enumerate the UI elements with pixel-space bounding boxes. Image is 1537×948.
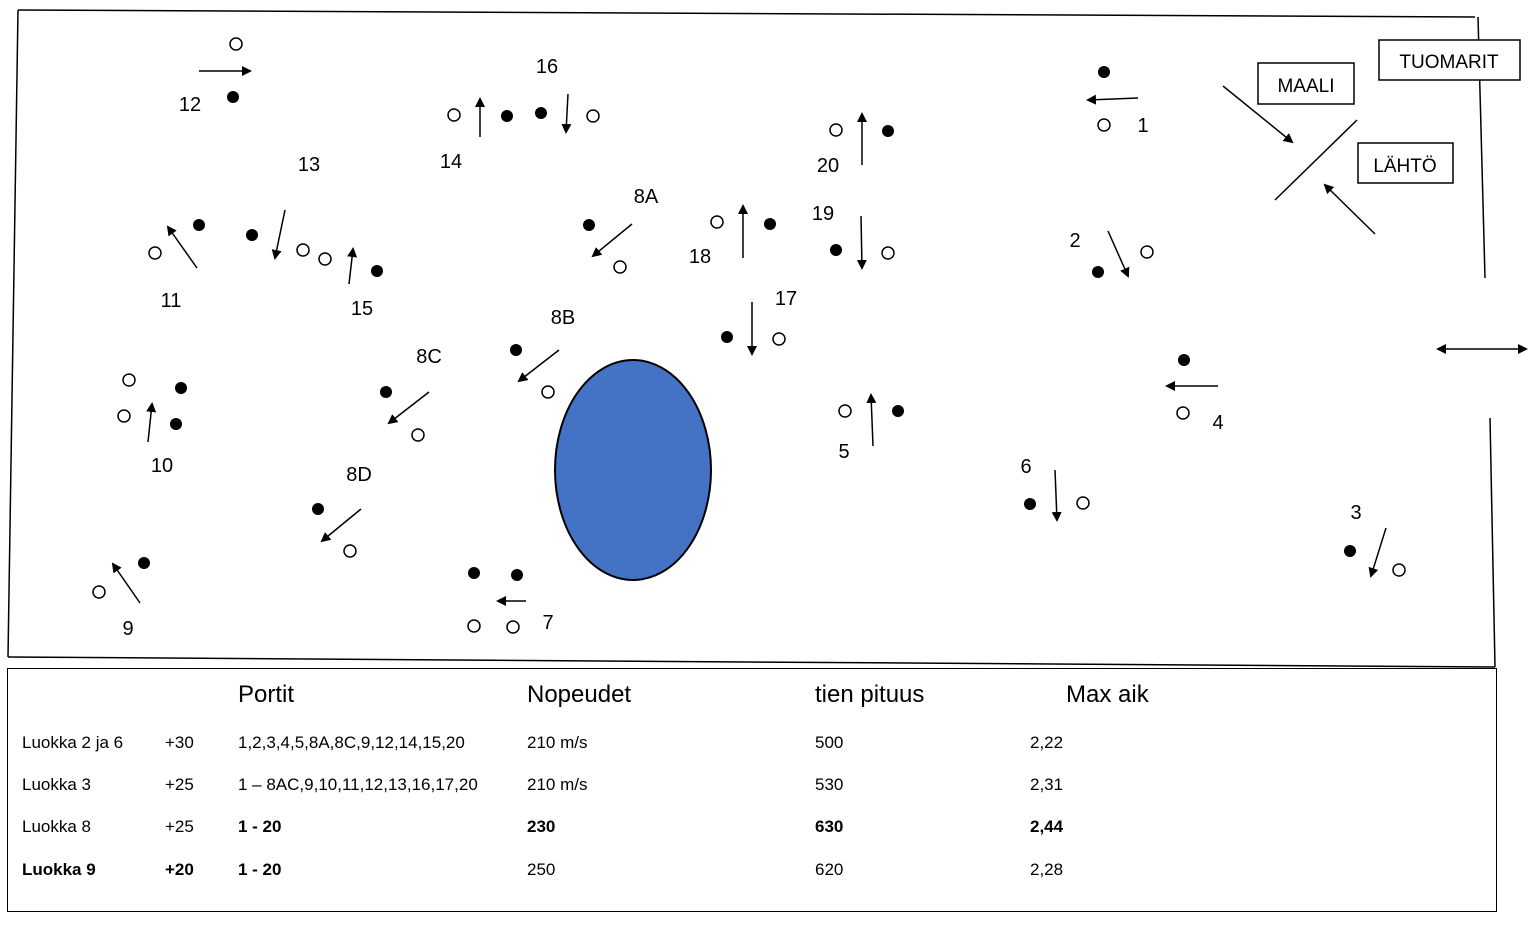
cell-portit: 1 - 20 bbox=[238, 860, 282, 879]
course-diagram: MAALI TUOMARIT LÄHTÖ bbox=[7, 9, 1528, 668]
gate-label-13: 13 bbox=[298, 154, 320, 176]
cell-nopeudet: 250 bbox=[527, 860, 556, 879]
gate-label-11: 11 bbox=[161, 290, 182, 312]
gate-label-16: 16 bbox=[536, 56, 558, 78]
cell-plus: +20 bbox=[165, 860, 194, 879]
gate-label-10: 10 bbox=[151, 455, 173, 477]
gate-label-8b: 8B bbox=[551, 307, 575, 329]
gate-label-3: 3 bbox=[1350, 502, 1361, 524]
gate-label-8a: 8A bbox=[634, 186, 659, 208]
cell-max: 2,44 bbox=[1030, 817, 1064, 836]
cell-pituus: 530 bbox=[815, 775, 844, 794]
gate-label-7: 7 bbox=[542, 612, 553, 634]
table-row: Luokka 8 +25 1 - 20 230 630 2,44 bbox=[8, 817, 1496, 847]
gate-label-1: 1 bbox=[1137, 115, 1148, 137]
gate-label-14: 14 bbox=[440, 151, 462, 173]
cell-nopeudet: 210 m/s bbox=[527, 733, 588, 752]
gate-label-19: 19 bbox=[812, 203, 834, 225]
gate-label-17: 17 bbox=[775, 288, 797, 310]
tuomarit-box bbox=[1378, 39, 1521, 81]
cell-portit: 1,2,3,4,5,8A,8C,9,12,14,15,20 bbox=[238, 733, 465, 752]
gate-markers-open bbox=[92, 37, 1406, 634]
gate-label-8c: 8C bbox=[416, 346, 442, 368]
class-table: Portit Nopeudet tien pituus Max aik Luok… bbox=[7, 668, 1497, 912]
gate-label-4: 4 bbox=[1212, 412, 1223, 434]
cell-pituus: 630 bbox=[815, 817, 844, 836]
gate-label-18: 18 bbox=[689, 246, 711, 268]
header-nopeudet: Nopeudet bbox=[527, 681, 632, 708]
cell-plus: +25 bbox=[165, 775, 194, 794]
gate-markers-filled bbox=[138, 66, 1356, 581]
cell-nopeudet: 210 m/s bbox=[527, 775, 588, 794]
gate-label-9: 9 bbox=[122, 618, 133, 640]
cell-max: 2,31 bbox=[1030, 775, 1064, 794]
gate-label-5: 5 bbox=[838, 441, 849, 463]
start-finish-area bbox=[1222, 39, 1528, 354]
gate-label-8d: 8D bbox=[346, 464, 372, 486]
header-portit: Portit bbox=[238, 681, 295, 708]
gate-label-6: 6 bbox=[1020, 456, 1031, 478]
cell-portit: 1 – 8AC,9,10,11,12,13,16,17,20 bbox=[238, 775, 478, 794]
gate-label-15: 15 bbox=[351, 298, 373, 320]
gate-arrows bbox=[111, 66, 1387, 606]
gate-label-12: 12 bbox=[179, 94, 201, 116]
table-row: Luokka 9 +20 1 - 20 250 620 2,28 bbox=[8, 860, 1496, 890]
header-tien-pituus: tien pituus bbox=[815, 681, 925, 708]
cell-pituus: 500 bbox=[815, 733, 844, 752]
cell-portit: 1 - 20 bbox=[238, 817, 282, 836]
cell-luokka: Luokka 2 ja 6 bbox=[22, 733, 124, 752]
gate-label-2: 2 bbox=[1069, 230, 1080, 252]
header-max-aik: Max aik bbox=[1066, 681, 1149, 708]
cell-plus: +25 bbox=[165, 817, 194, 836]
lahto-label: LÄHTÖ bbox=[1373, 156, 1436, 177]
maali-box bbox=[1257, 62, 1355, 105]
gate-labels: 1 2 3 4 5 6 7 8A 8B 8C 8D 9 10 11 12 13 … bbox=[122, 56, 1361, 640]
cell-nopeudet: 230 bbox=[527, 817, 556, 836]
lahto-box bbox=[1357, 142, 1454, 184]
pond-obstacle bbox=[554, 359, 712, 581]
gate-label-20: 20 bbox=[817, 155, 839, 177]
cell-luokka: Luokka 3 bbox=[22, 775, 91, 794]
tuomarit-label: TUOMARIT bbox=[1399, 52, 1499, 73]
cell-pituus: 620 bbox=[815, 860, 844, 879]
maali-label: MAALI bbox=[1277, 76, 1334, 97]
cell-max: 2,28 bbox=[1030, 860, 1064, 879]
table-row: Luokka 3 +25 1 – 8AC,9,10,11,12,13,16,17… bbox=[8, 775, 1496, 805]
cell-max: 2,22 bbox=[1030, 733, 1064, 752]
cell-plus: +30 bbox=[165, 733, 194, 752]
cell-luokka: Luokka 9 bbox=[22, 860, 96, 879]
table-row: Luokka 2 ja 6 +30 1,2,3,4,5,8A,8C,9,12,1… bbox=[8, 733, 1496, 763]
cell-luokka: Luokka 8 bbox=[22, 817, 91, 836]
